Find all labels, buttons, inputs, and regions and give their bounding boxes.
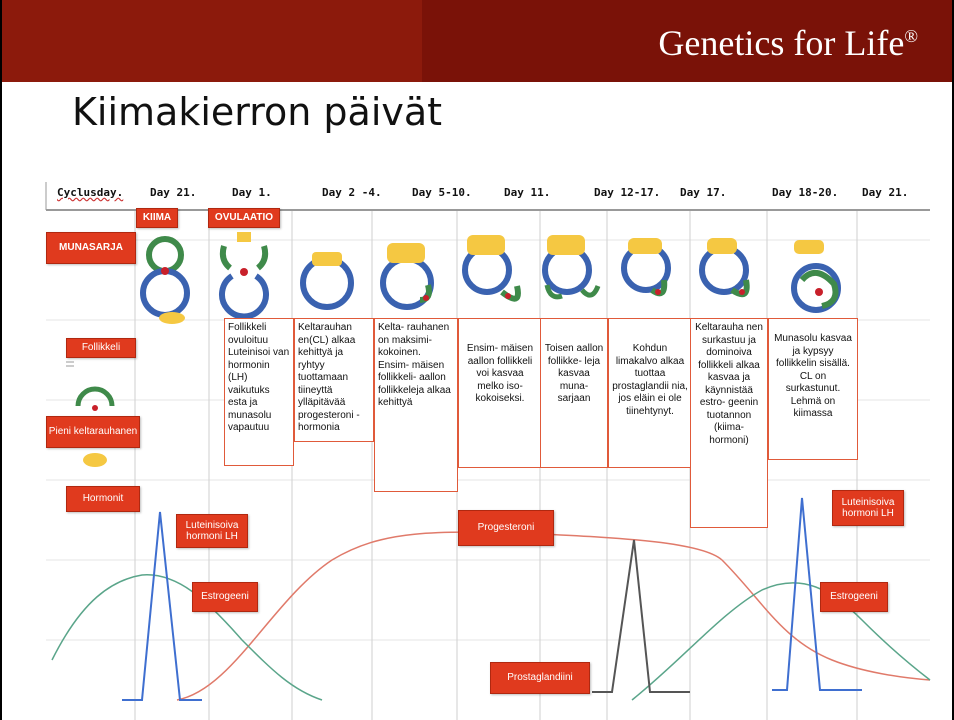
follicle-figure-day21 [140,236,190,324]
progesterone-curve [176,531,931,701]
follicle-figure-day12b [621,238,671,297]
follicle-figure-day12a [542,235,601,300]
day-label-7: Day 17. [680,186,727,199]
day-label-3: Day 2 -4. [322,186,382,199]
tag-lh-right: Luteinisoiva hormoni LH [832,490,904,526]
tag-estrogeeni-right: Estrogeeni [820,582,888,612]
desc-day17: Keltarauha nen surkastuu ja dominoiva fo… [690,318,768,528]
tag-pieni-keltarauhanen: Pieni keltarauhanen [46,416,140,448]
day-label-6: Day 12-17. [594,186,661,199]
desc-day1: Follikkeli ovuloituu Luteinisoi van horm… [224,318,294,466]
tag-prostaglandiini: Prostaglandiini [490,662,590,694]
desc-day5-10: Kelta- rauhanen on maksimi- kokoinen. En… [374,318,458,492]
day-label-9: Day 21. [862,186,909,199]
tag-follikkeli: Follikkeli [66,338,136,358]
day-label-5: Day 11. [504,186,551,199]
estrogen-curve-right [631,582,931,701]
lh-curve-right [772,497,862,691]
follicle-figure-day1 [219,232,269,320]
day-label-1: Day 21. [150,186,197,199]
follicle-figure-day11 [462,235,521,302]
desc-day11: Ensim- mäisen aallon follikkeli voi kasv… [458,318,542,468]
tag-munasarja: MUNASARJA [46,232,136,264]
tag-kiima: KIIMA [136,208,178,228]
desc-day2-4: Keltarauhan en(CL) alkaa kehittyä ja ryh… [294,318,374,442]
follicle-figure-day5-10 [380,243,434,310]
slide-title: Kiimakierron päivät [72,90,443,134]
desc-day12a: Toisen aallon follikke- leja kasvaa muna… [540,318,608,468]
tag-progesteroni: Progesteroni [458,510,554,546]
day-label-8: Day 18-20. [772,186,839,199]
desc-day12b: Kohdun limakalvo alkaa tuottaa prostagla… [608,318,692,468]
day-label-0: Cyclusday. [57,186,124,199]
desc-day18-20: Munasolu kasvaa ja kypsyy follikkelin si… [768,318,858,460]
tag-lh-left: Luteinisoiva hormoni LH [176,514,248,548]
brand-logo: Genetics for Life® [658,22,918,64]
legend-cl-icon [83,453,107,467]
legend-follicle-icon [75,386,115,411]
header-bar: Genetics for Life® [2,0,952,82]
prostaglandin-curve [592,539,690,693]
follicle-figure-day17 [699,238,750,298]
estrogen-curve-left [51,574,323,701]
tag-ovulaatio: OVULAATIO [208,208,280,228]
header-accent [2,0,422,82]
tag-hormonit: Hormonit [66,486,140,512]
lh-curve-left [122,511,202,701]
day-label-4: Day 5-10. [412,186,472,199]
day-label-2: Day 1. [232,186,272,199]
tag-estrogeeni-left: Estrogeeni [192,582,258,612]
brand-mark: ® [904,26,918,46]
follicle-figure-day2-4 [300,252,354,310]
brand-text: Genetics for Life [658,23,905,63]
follicle-figure-day18-20 [791,240,841,313]
